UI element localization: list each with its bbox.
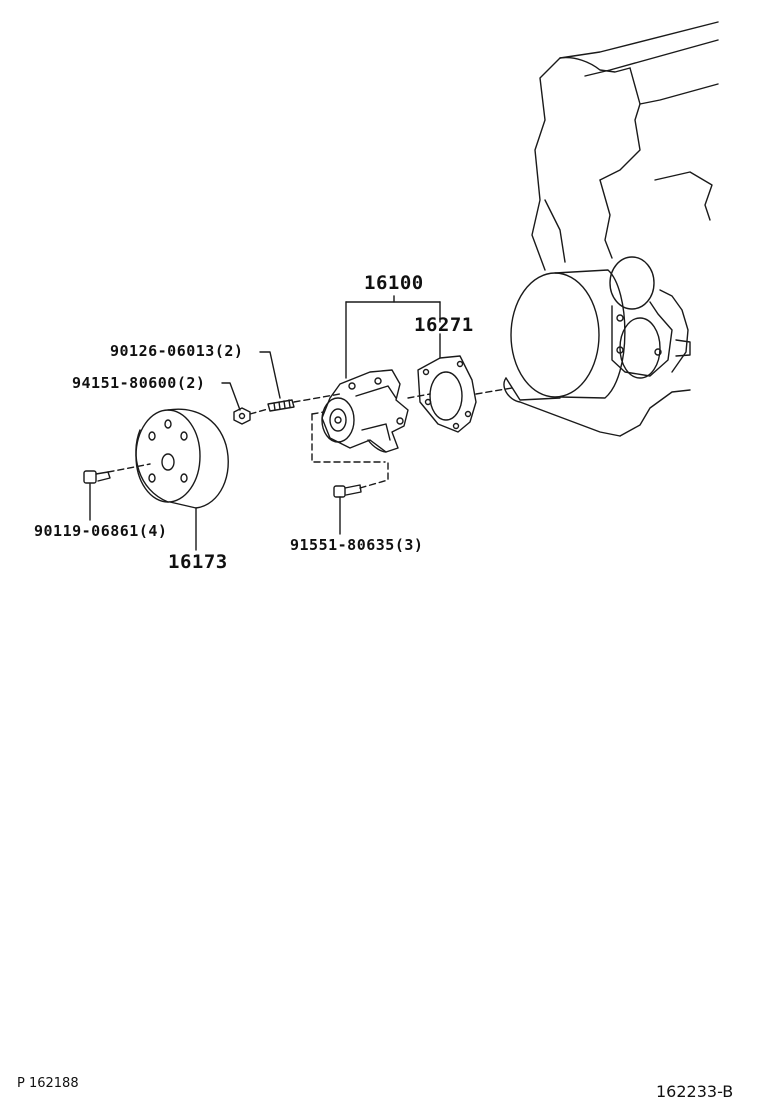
leader-lines xyxy=(89,295,441,551)
label-16100: 16100 xyxy=(364,272,424,294)
gasket-illustration xyxy=(417,355,477,433)
label-16271: 16271 xyxy=(414,314,474,336)
pulley-bolt-illustration xyxy=(83,470,111,484)
pump-pulley-illustration xyxy=(135,408,229,509)
label-94151-80600: 94151-80600(2) xyxy=(72,374,206,392)
stud-bolt-illustration xyxy=(267,399,295,412)
diagram-code: 162233-B xyxy=(656,1082,734,1101)
label-91551-80635: 91551-80635(3) xyxy=(290,536,424,554)
nut-illustration xyxy=(233,407,251,425)
illustration-code: P 162188 xyxy=(17,1076,79,1091)
assembly-guide-lines xyxy=(107,387,513,489)
label-90119-06861: 90119-06861(4) xyxy=(34,522,168,540)
water-pump-illustration xyxy=(321,369,409,453)
pump-bolt-illustration xyxy=(333,484,362,498)
label-16173: 16173 xyxy=(168,551,228,573)
label-90126-06013: 90126-06013(2) xyxy=(110,342,244,360)
engine-block-illustration xyxy=(503,21,719,437)
